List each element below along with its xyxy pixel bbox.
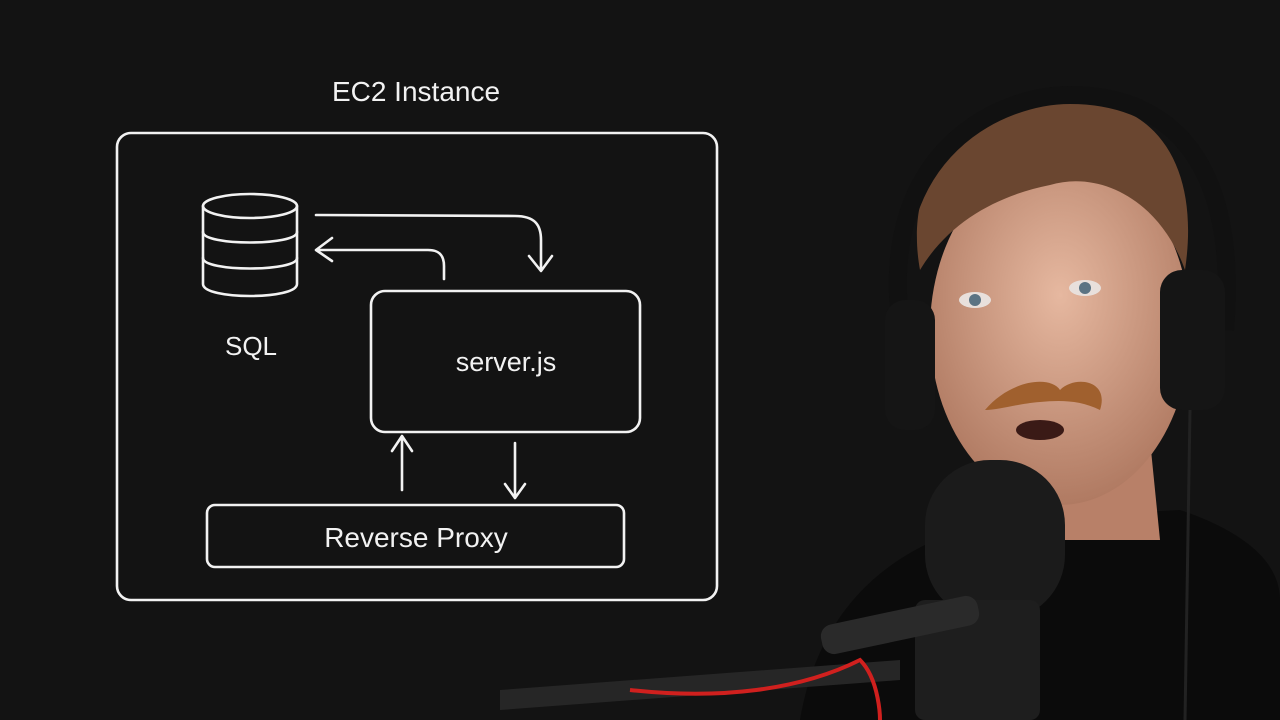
- presenter-face: [930, 155, 1190, 505]
- arrow-server-to-proxy: [503, 441, 527, 500]
- reverse-proxy-label: Reverse Proxy: [324, 522, 508, 553]
- diagram-title: EC2 Instance: [332, 76, 500, 107]
- headphones-icon: [889, 85, 1236, 331]
- presenter-hair: [916, 99, 1189, 270]
- microphone-icon: [500, 460, 1065, 720]
- arrow-db-to-server: [314, 213, 554, 273]
- sql-label: SQL: [225, 331, 277, 361]
- database-icon: [201, 192, 299, 298]
- presenter-mouth: [1016, 420, 1064, 440]
- architecture-diagram: EC2 Instance SQL server.js Reverse Proxy: [115, 76, 719, 602]
- arrow-proxy-to-server: [390, 434, 414, 492]
- ec2-instance-box: [115, 131, 719, 602]
- server-js-box: [369, 289, 642, 434]
- presenter-mustache: [985, 381, 1102, 410]
- arrow-server-to-db: [314, 236, 446, 281]
- reverse-proxy-box: [205, 503, 626, 569]
- server-js-label: server.js: [456, 347, 557, 377]
